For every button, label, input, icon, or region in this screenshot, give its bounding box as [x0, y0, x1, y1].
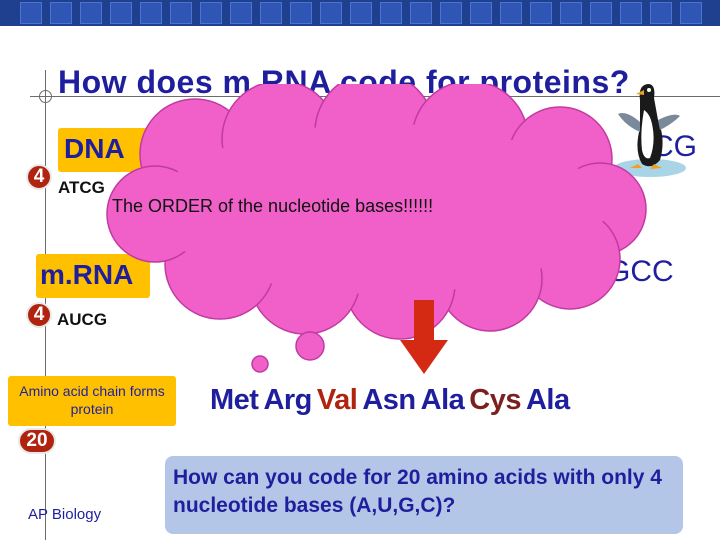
- top-bar-cell: [470, 2, 492, 24]
- top-bar-cell: [140, 2, 162, 24]
- cloud-text: The ORDER of the nucleotide bases!!!!!!: [112, 196, 434, 216]
- amino-acid-count-badge: 20: [18, 428, 56, 454]
- top-bar-cell: [590, 2, 612, 24]
- top-bar-cell: [20, 2, 42, 24]
- amino-acid-label: Amino acid chain forms protein: [8, 376, 176, 426]
- amino-acid: Ala: [525, 384, 570, 416]
- amino-acid: Arg: [263, 384, 312, 416]
- amino-acid: Met: [210, 384, 259, 416]
- guide-crosshair-icon: [39, 90, 52, 103]
- mrna-label: m.RNA: [36, 254, 150, 298]
- top-bar: [0, 0, 720, 26]
- top-bar-cell: [350, 2, 372, 24]
- amino-acid: Val: [316, 384, 358, 416]
- top-bar-cell: [680, 2, 702, 24]
- top-bar-cell: [290, 2, 312, 24]
- mrna-bases: AUCG: [57, 310, 108, 329]
- top-bar-cell: [530, 2, 552, 24]
- top-bar-cell: [80, 2, 102, 24]
- dna-base-count-badge: 4: [26, 164, 52, 190]
- amino-acid: Asn: [362, 384, 416, 416]
- question-box: How can you code for 20 amino acids with…: [165, 456, 683, 534]
- top-bar-cell: [200, 2, 222, 24]
- top-bar-cell: [380, 2, 402, 24]
- top-bar-cell: [650, 2, 672, 24]
- amino-acid: Cys: [469, 384, 521, 416]
- top-bar-cell: [410, 2, 432, 24]
- top-bar-cell: [50, 2, 72, 24]
- top-bar-cell: [440, 2, 462, 24]
- thought-cloud: [106, 84, 647, 373]
- footer-label: AP Biology: [28, 506, 102, 523]
- top-bar-cell: [500, 2, 522, 24]
- top-bar-cell: [320, 2, 342, 24]
- top-bar-cell: [620, 2, 642, 24]
- top-bar-cell: [260, 2, 282, 24]
- top-bar-cell: [230, 2, 252, 24]
- dna-bases: ATCG: [58, 178, 105, 197]
- mrna-base-count-badge: 4: [26, 302, 52, 328]
- top-bar-cell: [560, 2, 582, 24]
- penguin-icon: [614, 84, 686, 177]
- amino-acid: Ala: [420, 384, 465, 416]
- top-bar-cell: [170, 2, 192, 24]
- top-bar-cell: [110, 2, 132, 24]
- arrow-down-icon: [400, 300, 448, 374]
